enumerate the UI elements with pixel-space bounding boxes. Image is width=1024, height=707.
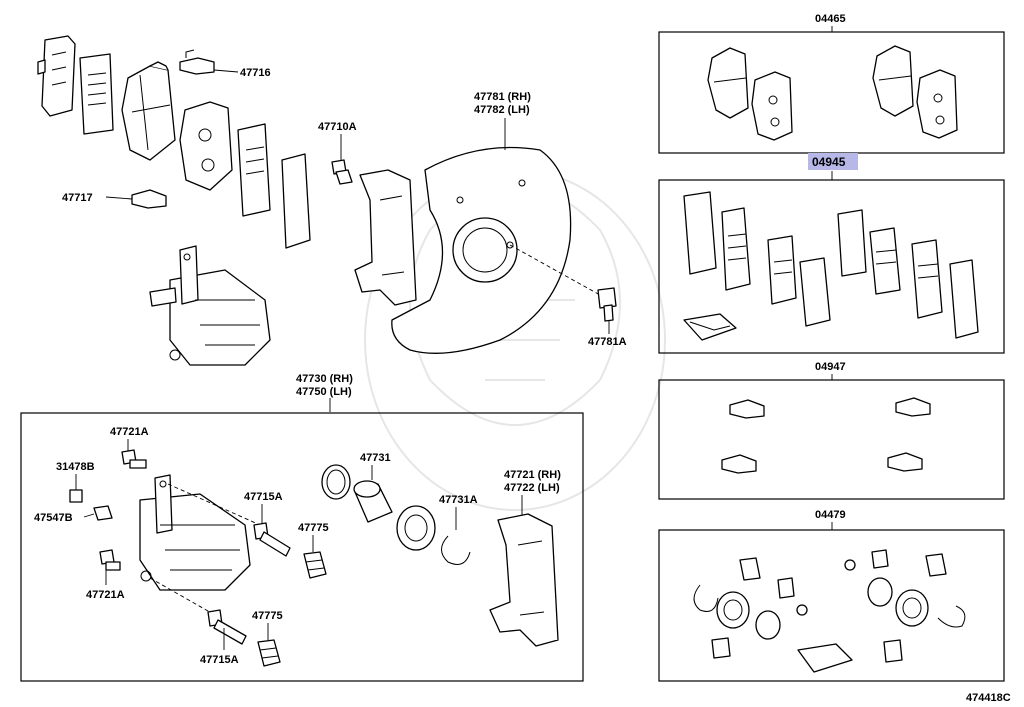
torque-plate-lower — [489, 513, 559, 647]
label-47775-bottom: 47775 — [252, 610, 283, 622]
clip-set-04947 — [721, 397, 931, 474]
label-47715A-top: 47715A — [244, 491, 283, 503]
outer-shim-left — [37, 35, 76, 117]
kit-box-04945 — [658, 179, 1005, 354]
label-04947: 04947 — [815, 361, 846, 373]
bolt-47710A — [331, 159, 353, 185]
pin-boot-bottom — [257, 639, 281, 667]
caliper-assembly-lower — [139, 474, 251, 591]
pad-set-04465 — [707, 45, 958, 141]
label-47731A: 47731A — [439, 494, 478, 506]
inner-shim-b — [281, 153, 311, 249]
highlight-04945 — [808, 153, 858, 170]
caliper-assembly-upper — [149, 245, 271, 366]
pad-clip-bottom — [131, 189, 167, 209]
label-47715A-bottom: 47715A — [200, 654, 239, 666]
label-47730: 47730 (RH) — [296, 373, 353, 385]
anti-squeal-shim — [79, 53, 114, 135]
label-47781: 47781 (RH) — [474, 91, 531, 103]
label-47716: 47716 — [240, 67, 271, 79]
pin-boot-top — [303, 551, 327, 579]
seal-kit-04479 — [693, 549, 966, 673]
label-47717: 47717 — [62, 192, 93, 204]
kit-box-04479 — [658, 529, 1005, 682]
label-47722: 47722 (LH) — [504, 482, 560, 494]
label-47731: 47731 — [360, 452, 391, 464]
label-47775-top: 47775 — [298, 522, 329, 534]
label-47721A-bottom: 47721A — [86, 589, 125, 601]
guide-pin-bottom — [207, 609, 247, 645]
bleeder-plug — [93, 505, 113, 521]
kit-box-04947 — [658, 379, 1005, 500]
brake-pad-outer — [121, 61, 176, 161]
label-47710A: 47710A — [318, 121, 357, 133]
caliper-kit-box — [20, 412, 584, 682]
piston-boot — [396, 505, 436, 551]
label-31478B: 31478B — [56, 461, 95, 473]
label-47547B: 47547B — [34, 512, 73, 524]
boot-set-ring — [441, 535, 471, 565]
label-04945[interactable]: 04945 — [812, 155, 846, 169]
piston — [353, 480, 393, 523]
piston-seal-ring — [321, 464, 351, 500]
inner-shim-a — [237, 123, 271, 217]
dust-shield — [391, 146, 572, 354]
bolt-47721A-top — [121, 449, 147, 469]
label-47721: 47721 (RH) — [504, 469, 561, 481]
bleeder-cap — [69, 489, 83, 503]
label-47781A: 47781A — [588, 336, 627, 348]
torque-plate-upper — [354, 169, 417, 306]
brake-pad-inner — [179, 101, 233, 191]
pad-clip-top — [179, 49, 215, 75]
label-04479: 04479 — [815, 509, 846, 521]
bolt-47721A-bottom — [99, 549, 121, 571]
bolt-47781A — [597, 287, 617, 322]
label-47721A-top: 47721A — [110, 426, 149, 438]
label-47782: 47782 (LH) — [474, 104, 530, 116]
figure-code: 474418C — [966, 692, 1011, 704]
shim-set-04945 — [683, 191, 979, 341]
label-47750: 47750 (LH) — [296, 386, 352, 398]
guide-pin-top — [253, 522, 291, 557]
label-04465: 04465 — [815, 13, 846, 25]
